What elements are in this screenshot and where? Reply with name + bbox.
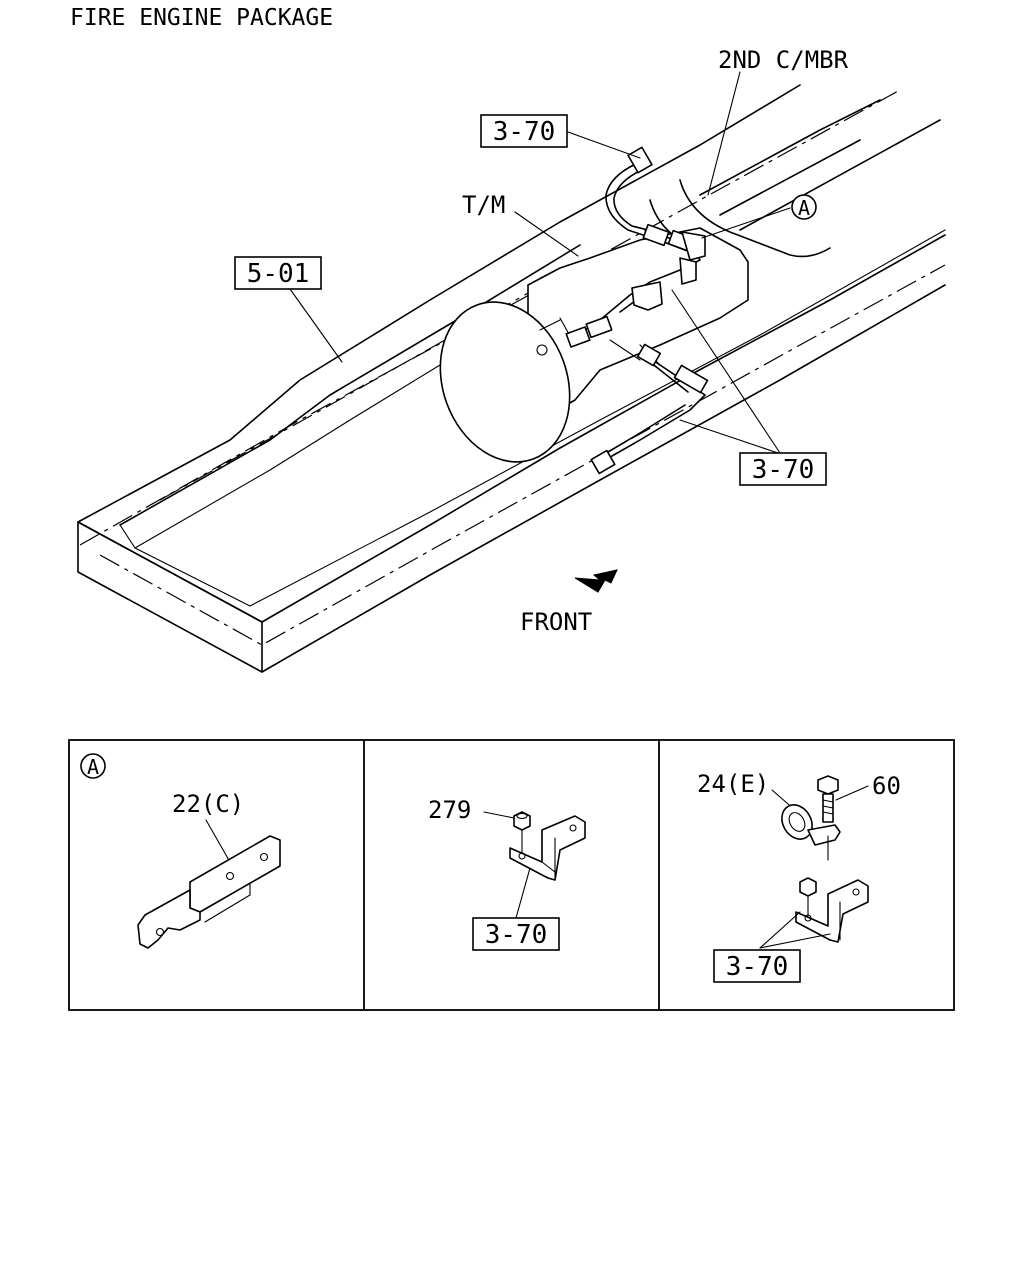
panel-a-part-label: 22(C)	[172, 790, 244, 818]
panel-c-ref-text: 3-70	[726, 952, 789, 982]
detail-marker-a-text: A	[798, 196, 810, 220]
detail-panel-c: 24(E) 60 3-70	[697, 770, 901, 983]
nut-279	[513, 811, 531, 856]
front-arrow-icon	[574, 569, 618, 593]
detail-marker-a: A	[791, 194, 817, 220]
callout-3-70-top-text: 3-70	[493, 117, 556, 147]
transmission-label: T/M	[462, 191, 505, 219]
page-title: FIRE ENGINE PACKAGE	[70, 5, 333, 31]
front-label: FRONT	[520, 608, 592, 636]
nut-c	[799, 877, 817, 919]
detail-panels	[68, 739, 955, 1011]
bracket-b	[509, 815, 586, 881]
crossmember-label: 2ND C/MBR	[718, 46, 849, 74]
callout-3-70-mid: 3-70	[739, 452, 827, 486]
bracket-c	[795, 879, 869, 943]
callout-3-70-top: 3-70	[480, 114, 568, 148]
bolt-60	[817, 775, 839, 861]
panel-c-bolt-label: 60	[872, 772, 901, 800]
clip-24e	[781, 804, 841, 846]
callout-5-01: 5-01	[234, 256, 322, 290]
detail-panel-a: A 22(C)	[80, 753, 281, 949]
panel-b-ref-text: 3-70	[485, 920, 548, 950]
detail-panel-b: 279 3-70	[428, 796, 586, 951]
pipes	[565, 146, 709, 475]
callout-3-70-mid-text: 3-70	[752, 455, 815, 485]
leader-lines	[289, 71, 791, 454]
panel-c-clip-label: 24(E)	[697, 770, 769, 798]
panel-b-part-label: 279	[428, 796, 471, 824]
bracket-22c	[137, 835, 281, 949]
callout-5-01-text: 5-01	[247, 259, 310, 289]
transmission	[439, 227, 749, 463]
panel-a-marker-text: A	[87, 755, 99, 779]
